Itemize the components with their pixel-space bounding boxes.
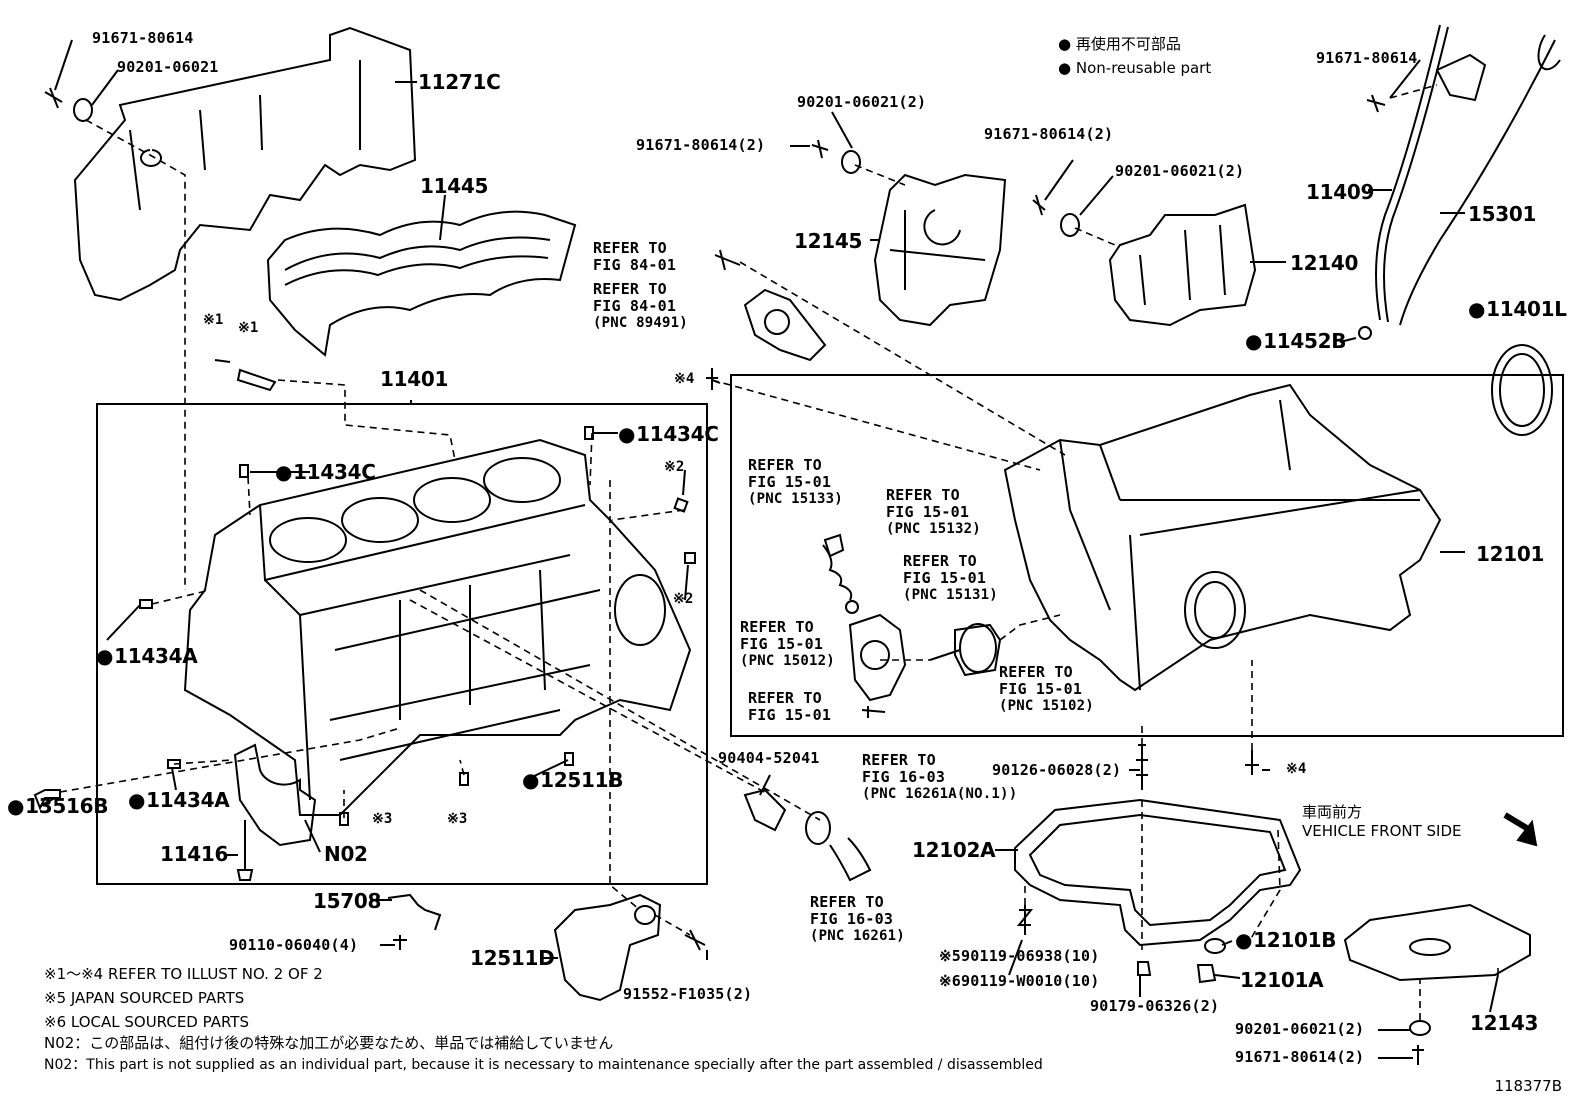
- part-label-12101b[interactable]: 12101B: [1235, 929, 1336, 951]
- part-label-15301[interactable]: 15301: [1468, 202, 1537, 226]
- part-label-11434a-b[interactable]: 11434A: [128, 789, 230, 811]
- part-label-90119-w0010[interactable]: ※690119-W0010(10): [939, 972, 1100, 990]
- part-label-11445[interactable]: 11445: [420, 174, 489, 198]
- note-japan-sourced: ※5 JAPAN SOURCED PARTS: [44, 989, 245, 1007]
- part-label-11434a-a[interactable]: 11434A: [96, 645, 198, 667]
- cover-12143-drawing: [1343, 903, 1531, 982]
- refer-fig-84-01-a[interactable]: REFER TO FIG 84-01: [593, 239, 677, 274]
- part-label-12511d[interactable]: 12511D: [470, 946, 555, 970]
- vehicle-front-label: 車両前方 VEHICLE FRONT SIDE: [1302, 803, 1462, 840]
- marker-4b: ※4: [1286, 761, 1307, 777]
- part-label-90201-06021-2a[interactable]: 90201-06021(2): [797, 93, 927, 111]
- part-label-15708[interactable]: 15708: [313, 889, 382, 913]
- gasket-11445-drawing: [266, 210, 577, 357]
- bracket-12511d-drawing: [553, 893, 662, 1002]
- part-label-12143[interactable]: 12143: [1470, 1011, 1539, 1035]
- note-illust-ref: ※1～※4 REFER TO ILLUST NO. 2 OF 2: [44, 965, 323, 983]
- part-label-90201-06021[interactable]: 90201-06021: [117, 58, 219, 76]
- bearing-cap-drawing: [233, 743, 317, 847]
- legend-non-reusable-en: ● Non-reusable part: [1058, 59, 1212, 77]
- bracket-12140-drawing: [1108, 203, 1257, 327]
- part-label-12101a[interactable]: 12101A: [1240, 968, 1324, 992]
- part-label-n02[interactable]: N02: [324, 842, 368, 866]
- part-label-11401l[interactable]: 11401L: [1468, 298, 1567, 320]
- oil-seal-drawing: [1491, 344, 1553, 436]
- part-label-90126-06028[interactable]: 90126-06028(2): [992, 761, 1122, 779]
- marker-1a: ※1: [203, 312, 224, 328]
- part-label-90119-06938[interactable]: ※590119-06938(10): [939, 947, 1100, 965]
- filled-dot-icon: ●: [1058, 35, 1072, 53]
- note-n02-en: N02：This part is not supplied as an indi…: [44, 1057, 1043, 1073]
- refer-fig-84-01-b[interactable]: REFER TO FIG 84-01 (PNC 89491): [593, 280, 688, 332]
- part-label-12511b[interactable]: 12511B: [522, 769, 623, 791]
- legend: ● 再使用不可部品 ● Non-reusable part: [1058, 32, 1211, 80]
- oil-pan-drawing: [1014, 798, 1302, 947]
- part-label-91671-80614-2b[interactable]: 91671-80614(2): [984, 125, 1114, 143]
- part-label-12101[interactable]: 12101: [1476, 542, 1545, 566]
- cover-11271c-drawing: [73, 26, 417, 302]
- note-local-sourced: ※6 LOCAL SOURCED PARTS: [44, 1013, 249, 1031]
- part-label-91671-80614-b[interactable]: 91671-80614: [1316, 49, 1418, 67]
- refer-pnc-15012[interactable]: REFER TO FIG 15-01 (PNC 15012): [740, 618, 835, 670]
- legend-non-reusable-jp: ● 再使用不可部品: [1058, 35, 1181, 53]
- part-label-11409[interactable]: 11409: [1306, 180, 1375, 204]
- dipstick-guide-drawing: [1375, 24, 1441, 321]
- marker-6: ※6: [939, 972, 961, 990]
- part-label-91671-80614-2c[interactable]: 91671-80614(2): [1235, 1048, 1365, 1066]
- part-label-91671-80614[interactable]: 91671-80614: [92, 29, 194, 47]
- part-label-12145[interactable]: 12145: [794, 229, 863, 253]
- refer-pnc-15131[interactable]: REFER TO FIG 15-01 (PNC 15131): [903, 552, 998, 604]
- part-label-91671-80614-2a[interactable]: 91671-80614(2): [636, 136, 766, 154]
- refer-fig-15-01[interactable]: REFER TO FIG 15-01: [748, 689, 832, 724]
- refer-pnc-16261[interactable]: REFER TO FIG 16-03 (PNC 16261): [810, 893, 905, 945]
- dipstick-drawing: [1399, 39, 1556, 326]
- filled-dot-icon: ●: [1058, 59, 1072, 77]
- marker-1b: ※1: [238, 320, 259, 336]
- part-label-11452b[interactable]: 11452B: [1245, 330, 1346, 352]
- part-label-90201-06021-2b[interactable]: 90201-06021(2): [1115, 162, 1245, 180]
- marker-5: ※5: [939, 947, 961, 965]
- refer-pnc-15132[interactable]: REFER TO FIG 15-01 (PNC 15132): [886, 486, 981, 538]
- part-label-11434c-a[interactable]: 11434C: [275, 461, 376, 483]
- oil-pan-upper-drawing: [1003, 383, 1442, 692]
- part-label-13516b[interactable]: 13516B: [7, 795, 108, 817]
- oil-pan-frame: [730, 374, 1564, 737]
- part-label-11271c[interactable]: 11271C: [418, 70, 501, 94]
- refer-pnc-15133[interactable]: REFER TO FIG 15-01 (PNC 15133): [748, 456, 843, 508]
- bracket-12145-drawing: [873, 173, 1007, 327]
- refer-pnc-16261a[interactable]: REFER TO FIG 16-03 (PNC 16261A(NO.1)): [862, 751, 1018, 803]
- marker-2a: ※2: [664, 459, 685, 475]
- figure-id: 118377B: [1494, 1077, 1562, 1095]
- part-label-11401[interactable]: 11401: [380, 367, 449, 391]
- part-label-11416[interactable]: 11416: [160, 842, 229, 866]
- marker-2b: ※2: [673, 591, 694, 607]
- cylinder-block-drawing: [183, 438, 692, 816]
- marker-3a: ※3: [372, 811, 393, 827]
- part-label-91552-f1035[interactable]: 91552-F1035(2): [623, 985, 753, 1003]
- refer-pnc-15102[interactable]: REFER TO FIG 15-01 (PNC 15102): [999, 663, 1094, 715]
- marker-4a: ※4: [674, 371, 695, 387]
- part-label-90404-52041[interactable]: 90404-52041: [718, 749, 820, 767]
- part-label-90110-06040[interactable]: 90110-06040(4): [229, 936, 359, 954]
- part-label-12102a[interactable]: 12102A: [912, 838, 996, 862]
- part-label-90201-06021-2c[interactable]: 90201-06021(2): [1235, 1020, 1365, 1038]
- part-label-11434c-b[interactable]: 11434C: [618, 423, 719, 445]
- part-label-90179-06326[interactable]: 90179-06326(2): [1090, 997, 1220, 1015]
- part-label-12140[interactable]: 12140: [1290, 251, 1359, 275]
- note-n02-jp: N02：この部品は、組付け後の特殊な加工が必要なため、単品では補給していません: [44, 1034, 614, 1052]
- marker-3b: ※3: [447, 811, 468, 827]
